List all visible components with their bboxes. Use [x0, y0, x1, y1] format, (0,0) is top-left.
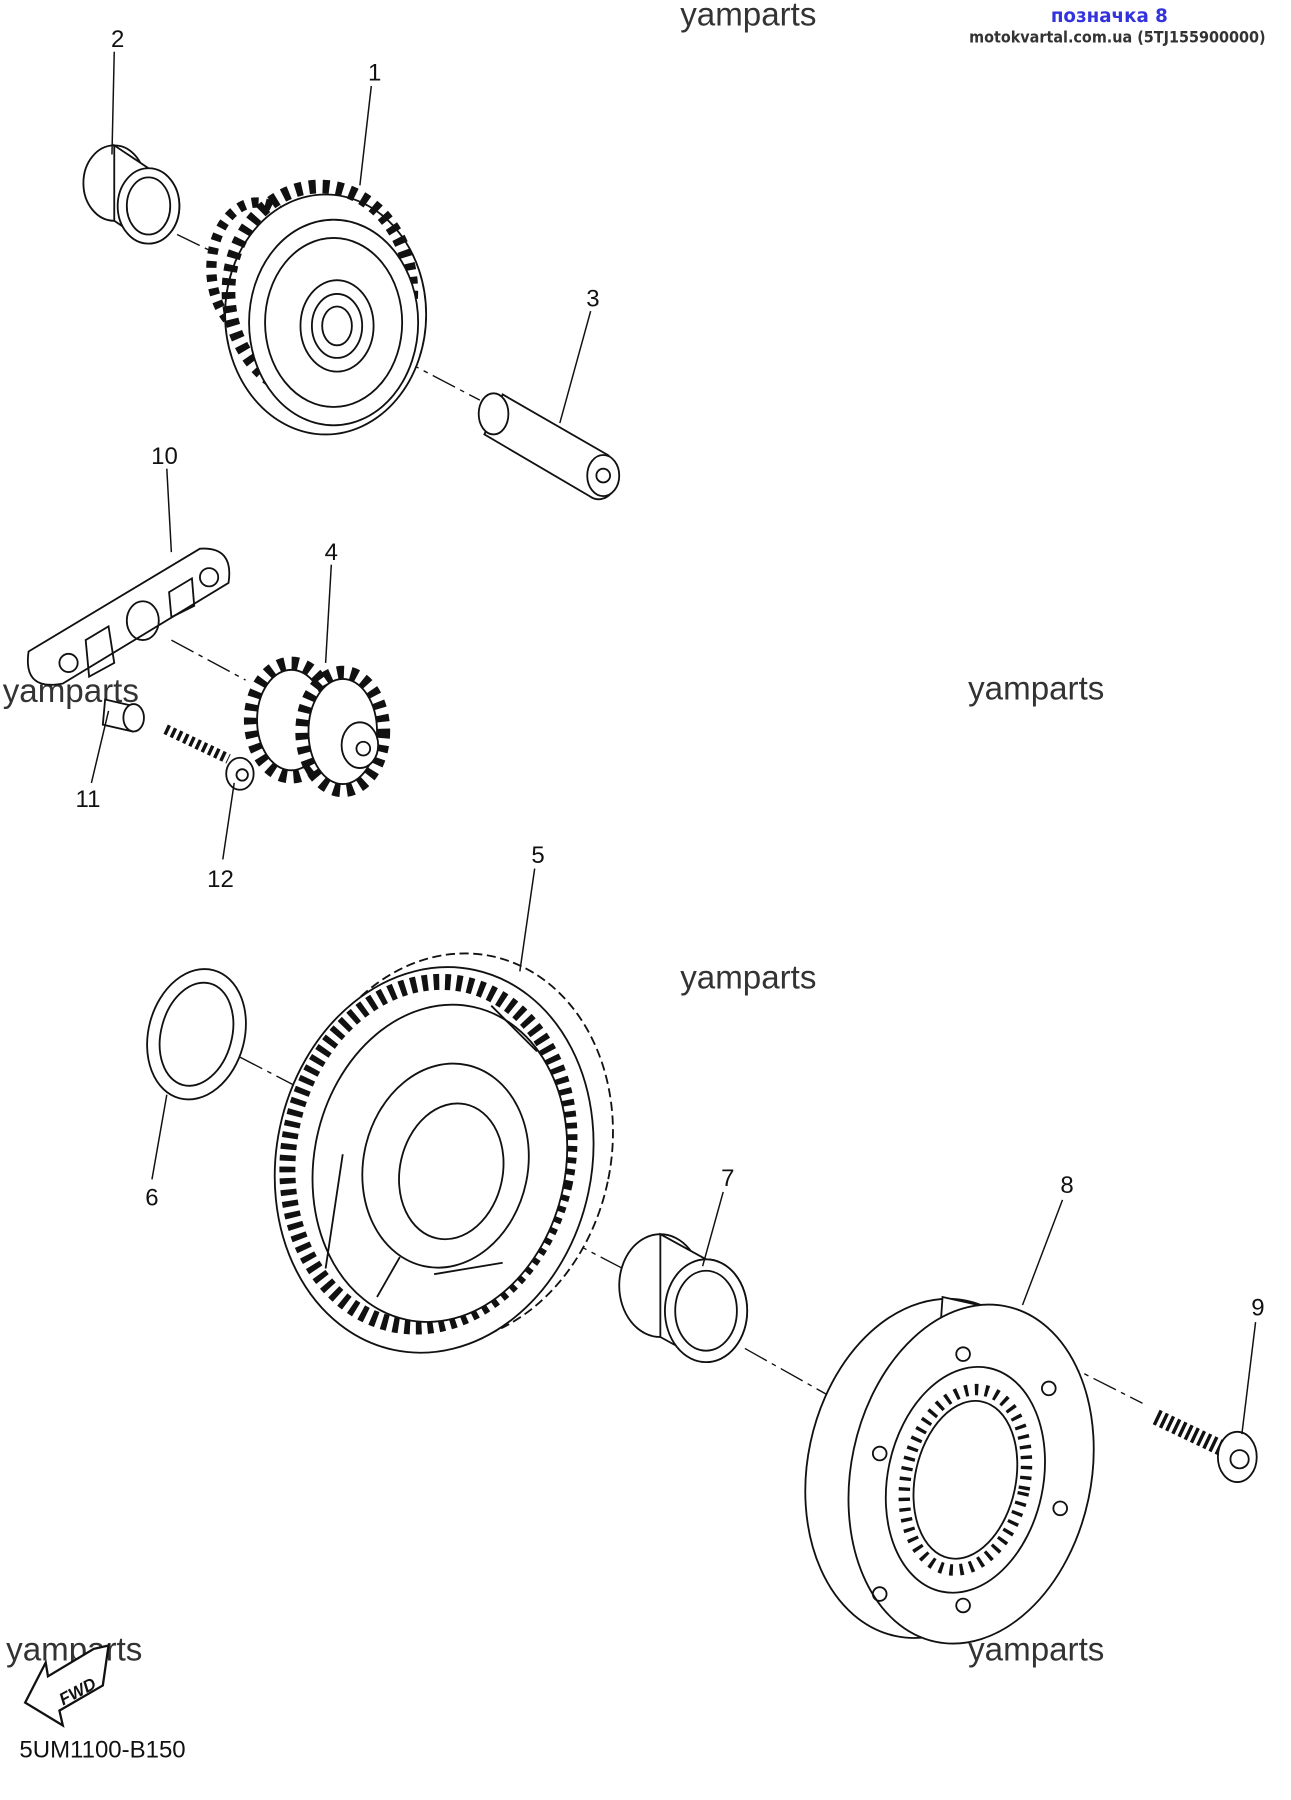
part-7-needle-bearing[interactable]	[618, 1232, 749, 1364]
watermark: yamparts	[968, 670, 1104, 707]
part-10-plate[interactable]	[26, 547, 231, 686]
part-4-gear[interactable]	[243, 656, 391, 798]
part-9-bolt[interactable]	[1152, 1409, 1258, 1484]
part-12-bolt[interactable]	[163, 724, 255, 791]
part-1-idle-gear[interactable]	[206, 179, 428, 436]
callout-9: 9	[1251, 1294, 1264, 1321]
watermark: yamparts	[680, 960, 816, 997]
callout-5: 5	[531, 842, 544, 869]
callout-12: 12	[207, 866, 234, 893]
part-5-starter-wheel-gear[interactable]	[240, 923, 649, 1383]
callout-7: 7	[721, 1165, 734, 1192]
callout-6: 6	[145, 1185, 158, 1212]
callout-8: 8	[1060, 1172, 1073, 1199]
source-label: motokvartal.com.ua (5TJ155900000)	[969, 28, 1265, 47]
diagram-badge: позначка 8	[1051, 6, 1168, 27]
part-3-shaft[interactable]	[477, 392, 621, 501]
clutch-bolt-holes	[871, 1346, 1068, 1614]
callout-10: 10	[151, 443, 178, 470]
part-11-collar[interactable]	[101, 698, 145, 733]
callout-2: 2	[111, 26, 124, 53]
callout-4: 4	[325, 539, 338, 566]
callout-1: 1	[368, 59, 381, 86]
watermark: yamparts	[968, 1631, 1104, 1668]
fwd-arrow-icon: FWD	[23, 1643, 110, 1728]
callout-3: 3	[586, 285, 599, 312]
callout-11: 11	[76, 786, 101, 813]
leader-lines	[90, 51, 1257, 1435]
part-6-washer[interactable]	[133, 958, 260, 1111]
diagram-code: 5UM1100-B150	[19, 1736, 185, 1763]
part-8-one-way-clutch[interactable]	[775, 1275, 1124, 1667]
part-2-needle-bearing[interactable]	[82, 143, 181, 245]
watermark: yamparts	[680, 0, 816, 33]
